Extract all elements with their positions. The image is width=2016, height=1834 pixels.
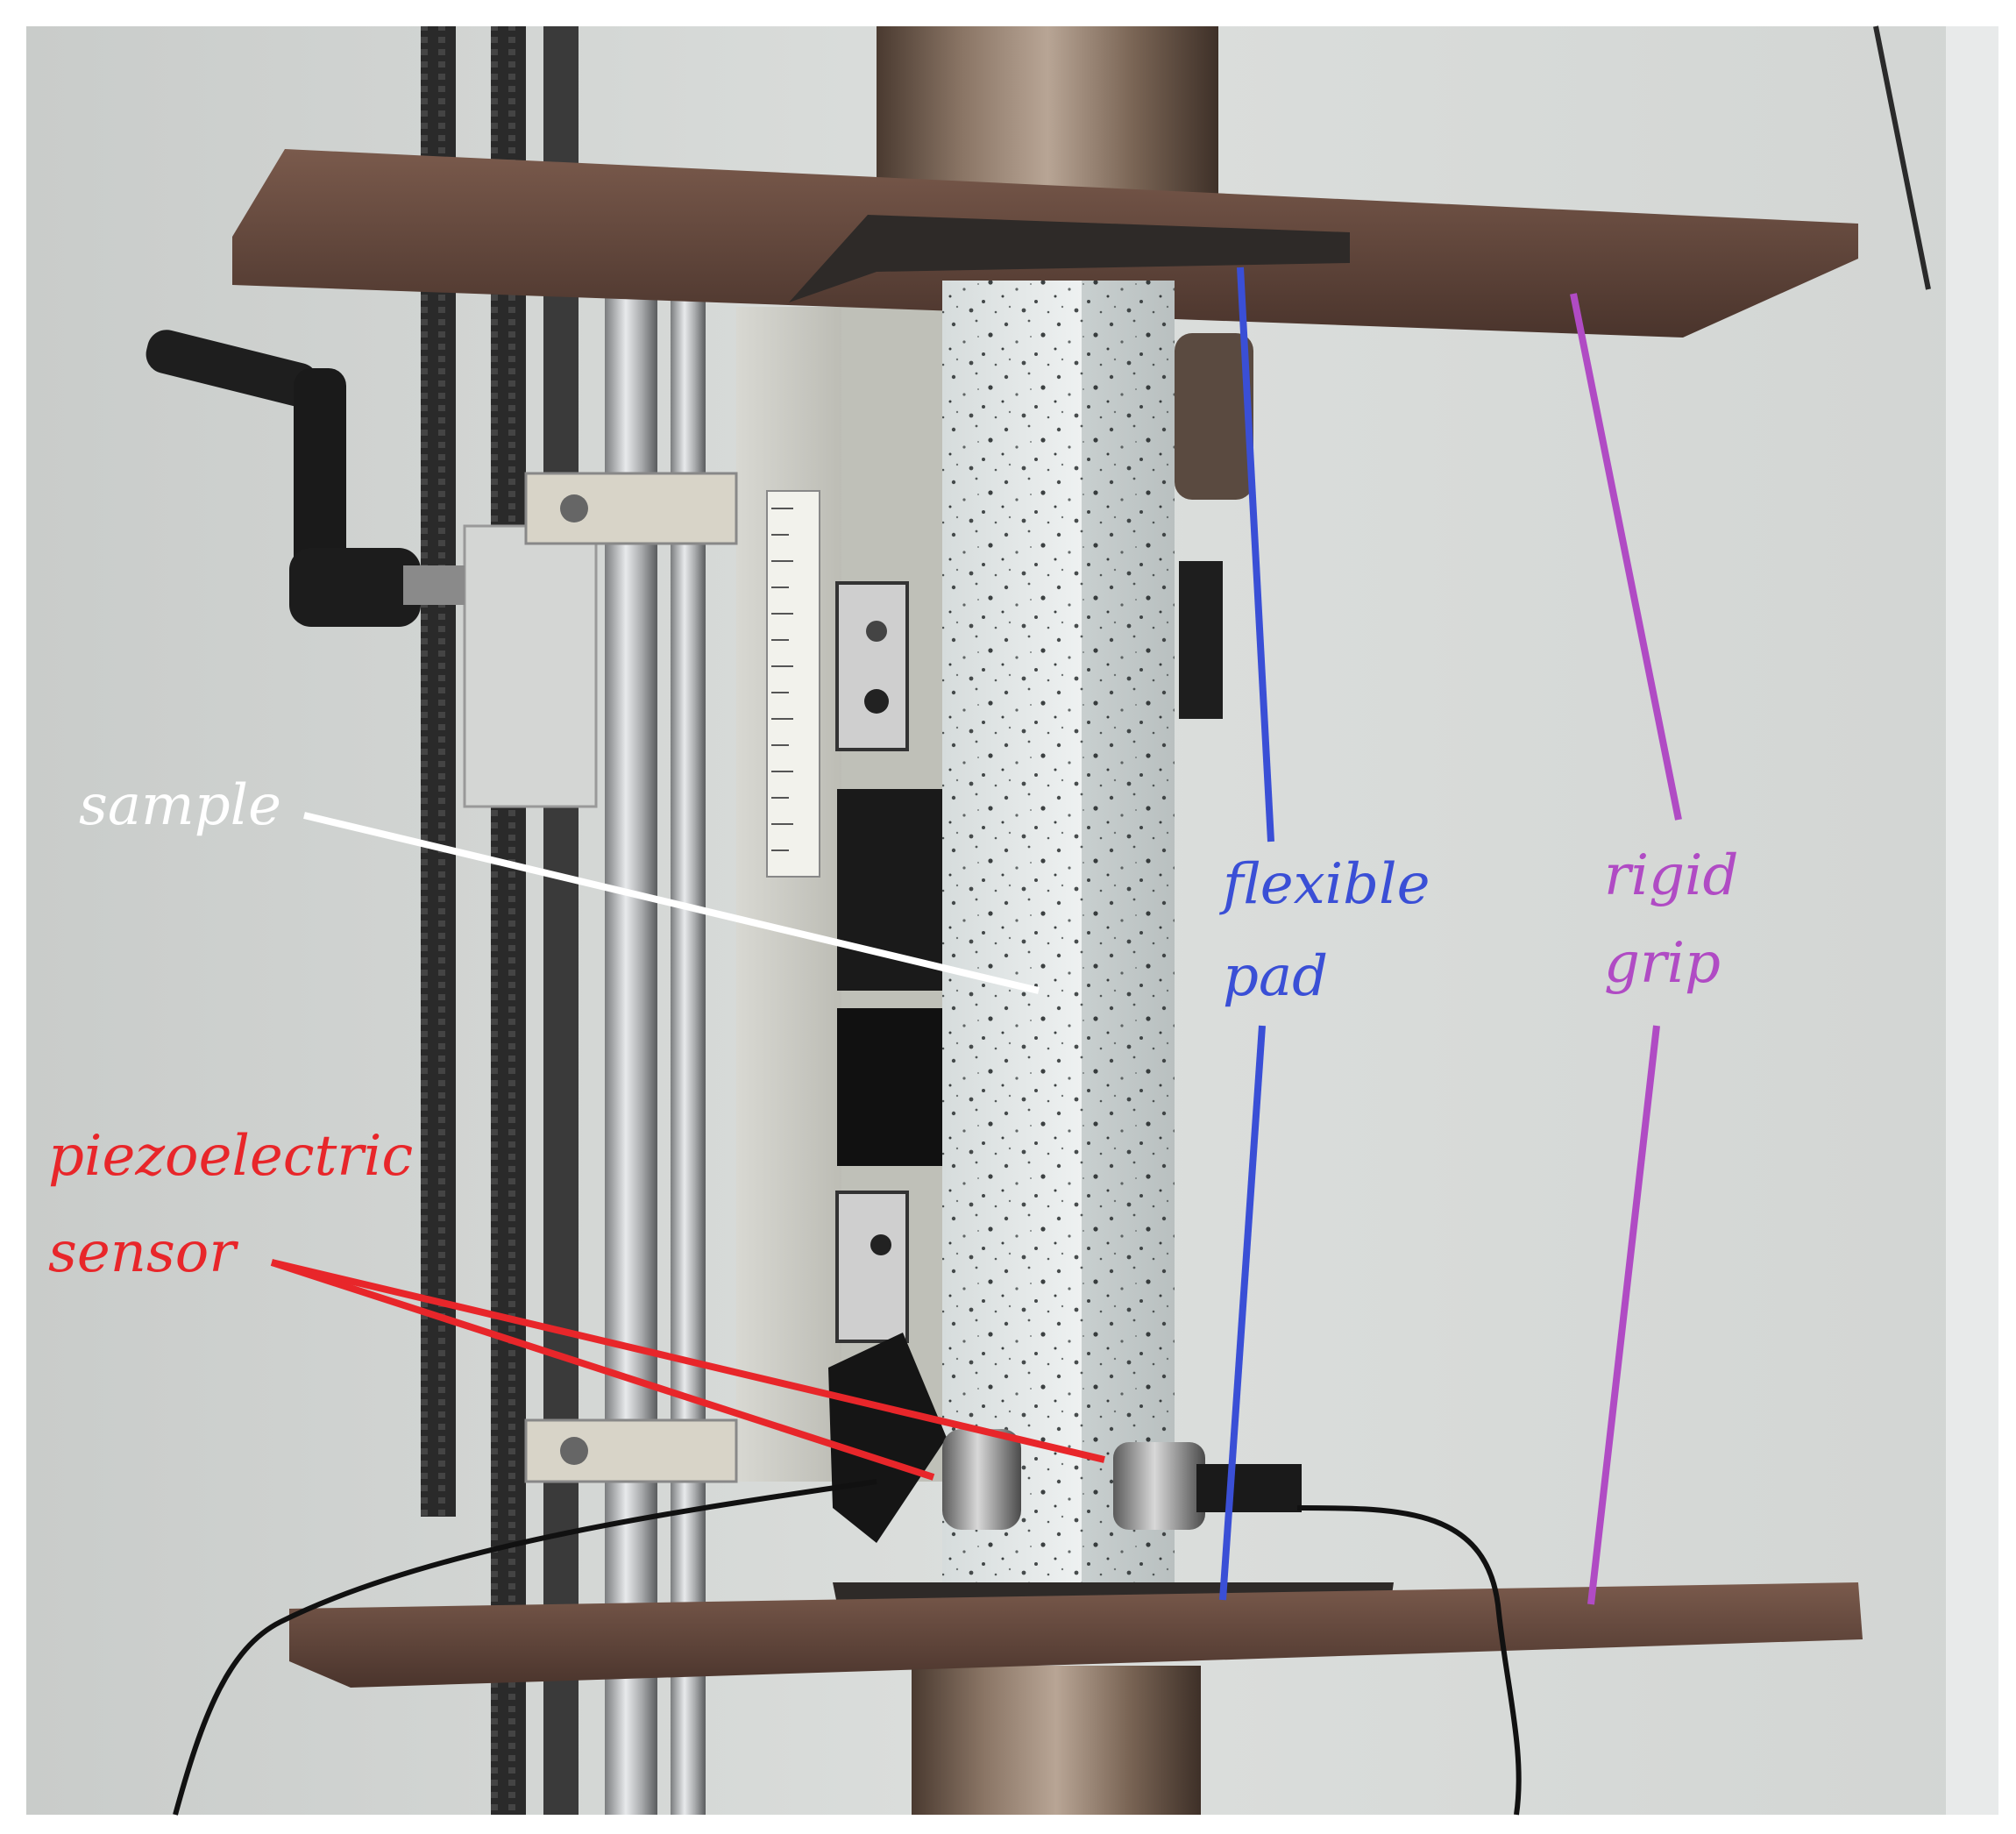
crank-handle <box>146 330 465 627</box>
piezoelectric-sensor-right <box>1113 1442 1205 1530</box>
sensor-pointer-line-right <box>271 1259 1105 1463</box>
lower-crosshead-column <box>912 1666 1201 1815</box>
gauge-block-lower <box>835 1191 909 1343</box>
rigid-grip-pointer-lower <box>1587 1025 1660 1605</box>
upper-flexible-pad <box>789 215 1350 302</box>
clamp-knob <box>1175 333 1253 500</box>
lower-rigid-grip <box>289 1582 1863 1688</box>
sample-label: sample <box>79 773 281 838</box>
flexible-pad-label-line2: pad <box>1223 944 1328 1009</box>
gauge-block-upper <box>835 581 909 751</box>
carriage-block <box>463 524 598 808</box>
flexible-pad-pointer-upper <box>1237 267 1274 842</box>
piezoelectric-label-line1: piezoelectric <box>48 1124 413 1189</box>
rigid-grip-label-line2: grip <box>1604 931 1721 996</box>
sensor-cable-right <box>1296 1505 1522 1816</box>
sensor-cable-left <box>173 1479 877 1816</box>
sample-pointer-line <box>303 812 1040 994</box>
scale-ruler <box>766 490 820 878</box>
piezoelectric-sensor-left <box>942 1429 1021 1530</box>
flexible-pad-label-line1: flexible <box>1219 852 1430 917</box>
rigid-grip-label-line1: rigid <box>1604 843 1738 908</box>
flexible-pad-pointer-lower <box>1219 1025 1266 1601</box>
sensor-bracket <box>828 1333 947 1543</box>
rigid-grip-pointer-upper <box>1570 293 1682 821</box>
piezoelectric-label-line2: sensor <box>48 1220 238 1285</box>
sensor-pointer-line-left <box>270 1259 935 1481</box>
